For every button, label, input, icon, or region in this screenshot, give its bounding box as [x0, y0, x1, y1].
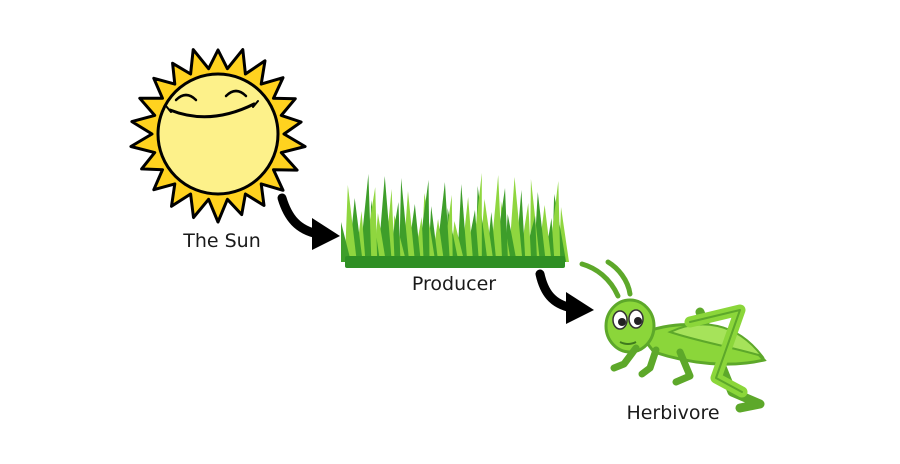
sun-right-eye — [224, 89, 248, 98]
sun-smile — [168, 102, 256, 119]
node-label-producer: Producer — [411, 273, 497, 295]
grasshopper-icon — [579, 259, 767, 413]
sun-left-eye — [174, 93, 198, 102]
grass-blade — [344, 185, 357, 262]
arrow-sun-to-producer — [277, 193, 340, 250]
sun-face — [156, 72, 280, 196]
node-label-sun: The Sun — [183, 230, 261, 252]
grass-blade — [399, 178, 410, 262]
grass-blade — [341, 222, 351, 262]
grass-icon — [341, 173, 569, 268]
grass-blade — [457, 184, 468, 262]
sun-icon — [129, 48, 307, 224]
arrow-producer-to-herbivore — [535, 269, 594, 324]
node-label-herbivore: Herbivore — [626, 402, 720, 424]
